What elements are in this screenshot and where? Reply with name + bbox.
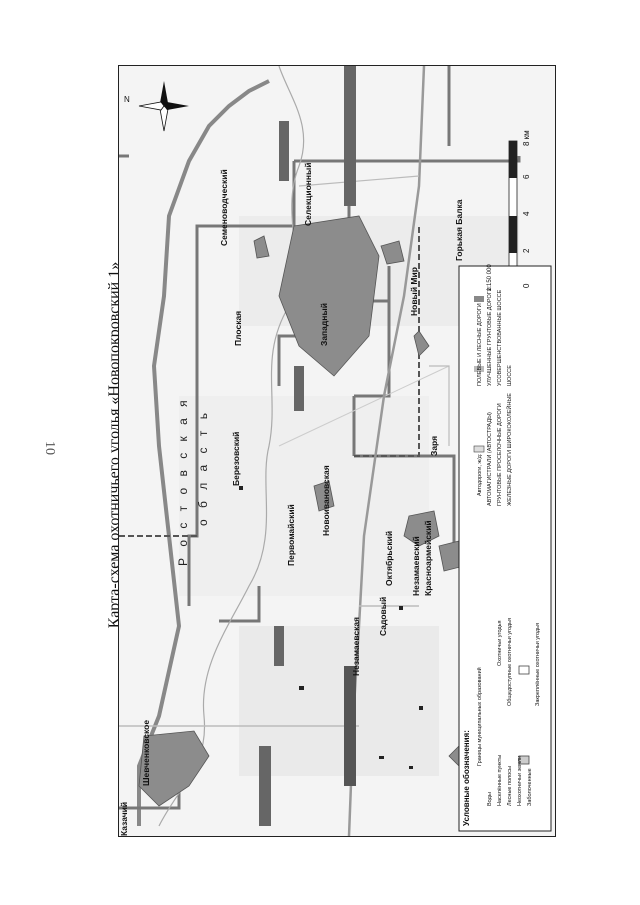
settlement-novy-mir: Новый Мир <box>409 267 419 316</box>
settlement-novoivanovskaya: Новоивановская <box>321 465 331 536</box>
scale-note: 1:150 000 <box>487 264 493 291</box>
river-branch <box>278 365 450 447</box>
legend-improved-highway: УСОВЕРШЕНСТВОВАННЫЕ ШОССЕ <box>497 289 503 386</box>
scale-tick-2: 2 <box>522 248 531 253</box>
settlement-kazachiy: Казачий <box>119 802 129 836</box>
settlement-nezamaevskaya: Незамаевская <box>351 617 361 676</box>
legend-title: Условные обозначения: <box>462 730 471 826</box>
highway-label-5 <box>279 121 289 181</box>
legend-dirt-roads: ГРУНТОВЫЕ ПРОСЕЛОЧНЫЕ ДОРОГИ <box>497 403 503 506</box>
legend-railway: ЖЕЛЕЗНЫЕ ДОРОГИ ШИРОКОКОЛЕЙНЫЕ <box>505 393 513 506</box>
label-layer: Р о с т о в с к а я о б л а с т ь Казачи… <box>119 130 541 836</box>
highway-label-3 <box>259 746 271 826</box>
legend-roads-header: Автодороги, ж/д: <box>477 453 483 496</box>
legend-admin-border: Границы муниципальных образований <box>476 667 483 766</box>
settlement-ploskaya: Плоская <box>233 311 243 346</box>
settlement-areas <box>138 215 475 807</box>
highway-label-6 <box>294 366 304 411</box>
page-number: 10 <box>42 441 57 455</box>
legend-hunting-grounds: Охотничьи угодья <box>497 621 503 666</box>
legend-water: Воды <box>487 792 493 806</box>
legend-highway2: ШОССЕ <box>507 365 513 386</box>
settlement-zarya: Заря <box>429 436 439 456</box>
legend-box <box>458 265 552 832</box>
settlement-sadovy: Садовый <box>378 597 388 636</box>
settlement-oktyabrsky: Октябрьский <box>384 531 394 586</box>
highway-label-4 <box>274 626 284 666</box>
settlement-berezovsky: Березовский <box>231 432 241 486</box>
scale-tick-4: 4 <box>522 211 531 216</box>
legend-highway: АВТОМАГИСТРАЛИ (АВТОСТРАДЫ) <box>487 412 493 506</box>
map-frame: N Р о с т о в с к а я о б л а с т ь Каза… <box>118 65 556 837</box>
scale-tick-0: 0 <box>522 283 531 288</box>
legend-common-grounds: Общедоступные охотничьи угодья <box>507 618 513 706</box>
legend-field-roads: ПОЛЕВЫЕ И ЛЕСНЫЕ ДОРОГИ <box>477 303 483 386</box>
settlement-zapadny: Западный <box>319 303 329 346</box>
highway-label-1 <box>344 66 356 206</box>
scale-tick-6: 6 <box>522 174 531 179</box>
legend-forest: Лесные полосы <box>507 766 513 806</box>
map-canvas: N <box>119 66 555 836</box>
settlement-pervomaysky: Первомайский <box>286 504 296 566</box>
legend-reserved-grounds: Закреплённые охотничьи угодья <box>535 623 541 706</box>
legend-marsh: Заболоченные <box>527 768 533 806</box>
legend-settlements: Населённые пункты <box>497 755 503 806</box>
settlement-shevchenkovskoe: Шевченковское <box>141 720 151 786</box>
settlement-semenovodcheskiy: Семеноводческий <box>219 169 229 246</box>
north-label: N <box>124 95 130 104</box>
settlement-nezamaevsky: Незамаевский <box>411 536 421 596</box>
scale-tick-8: 8 км <box>522 130 531 146</box>
settlement-krasnoarmeysky: Красноармейский <box>423 520 433 596</box>
region-border <box>137 79 270 826</box>
river <box>158 66 305 827</box>
region-name-line1: Р о с т о в с к а я <box>176 396 190 566</box>
settlement-gorkaya-balka: Горькая Балка <box>454 199 464 261</box>
region-name-line2: о б л а с т ь <box>196 409 210 526</box>
legend-fields: Неохотничьи земли <box>517 756 523 806</box>
highway-label-2 <box>344 666 356 786</box>
settlement-selektsionny: Селекционный <box>303 162 313 226</box>
legend-improved-dirt: УЛУЧШЕННЫЕ ГРУНТОВЫЕ ДОРОГИ <box>487 287 493 386</box>
north-arrow-icon <box>138 81 189 132</box>
